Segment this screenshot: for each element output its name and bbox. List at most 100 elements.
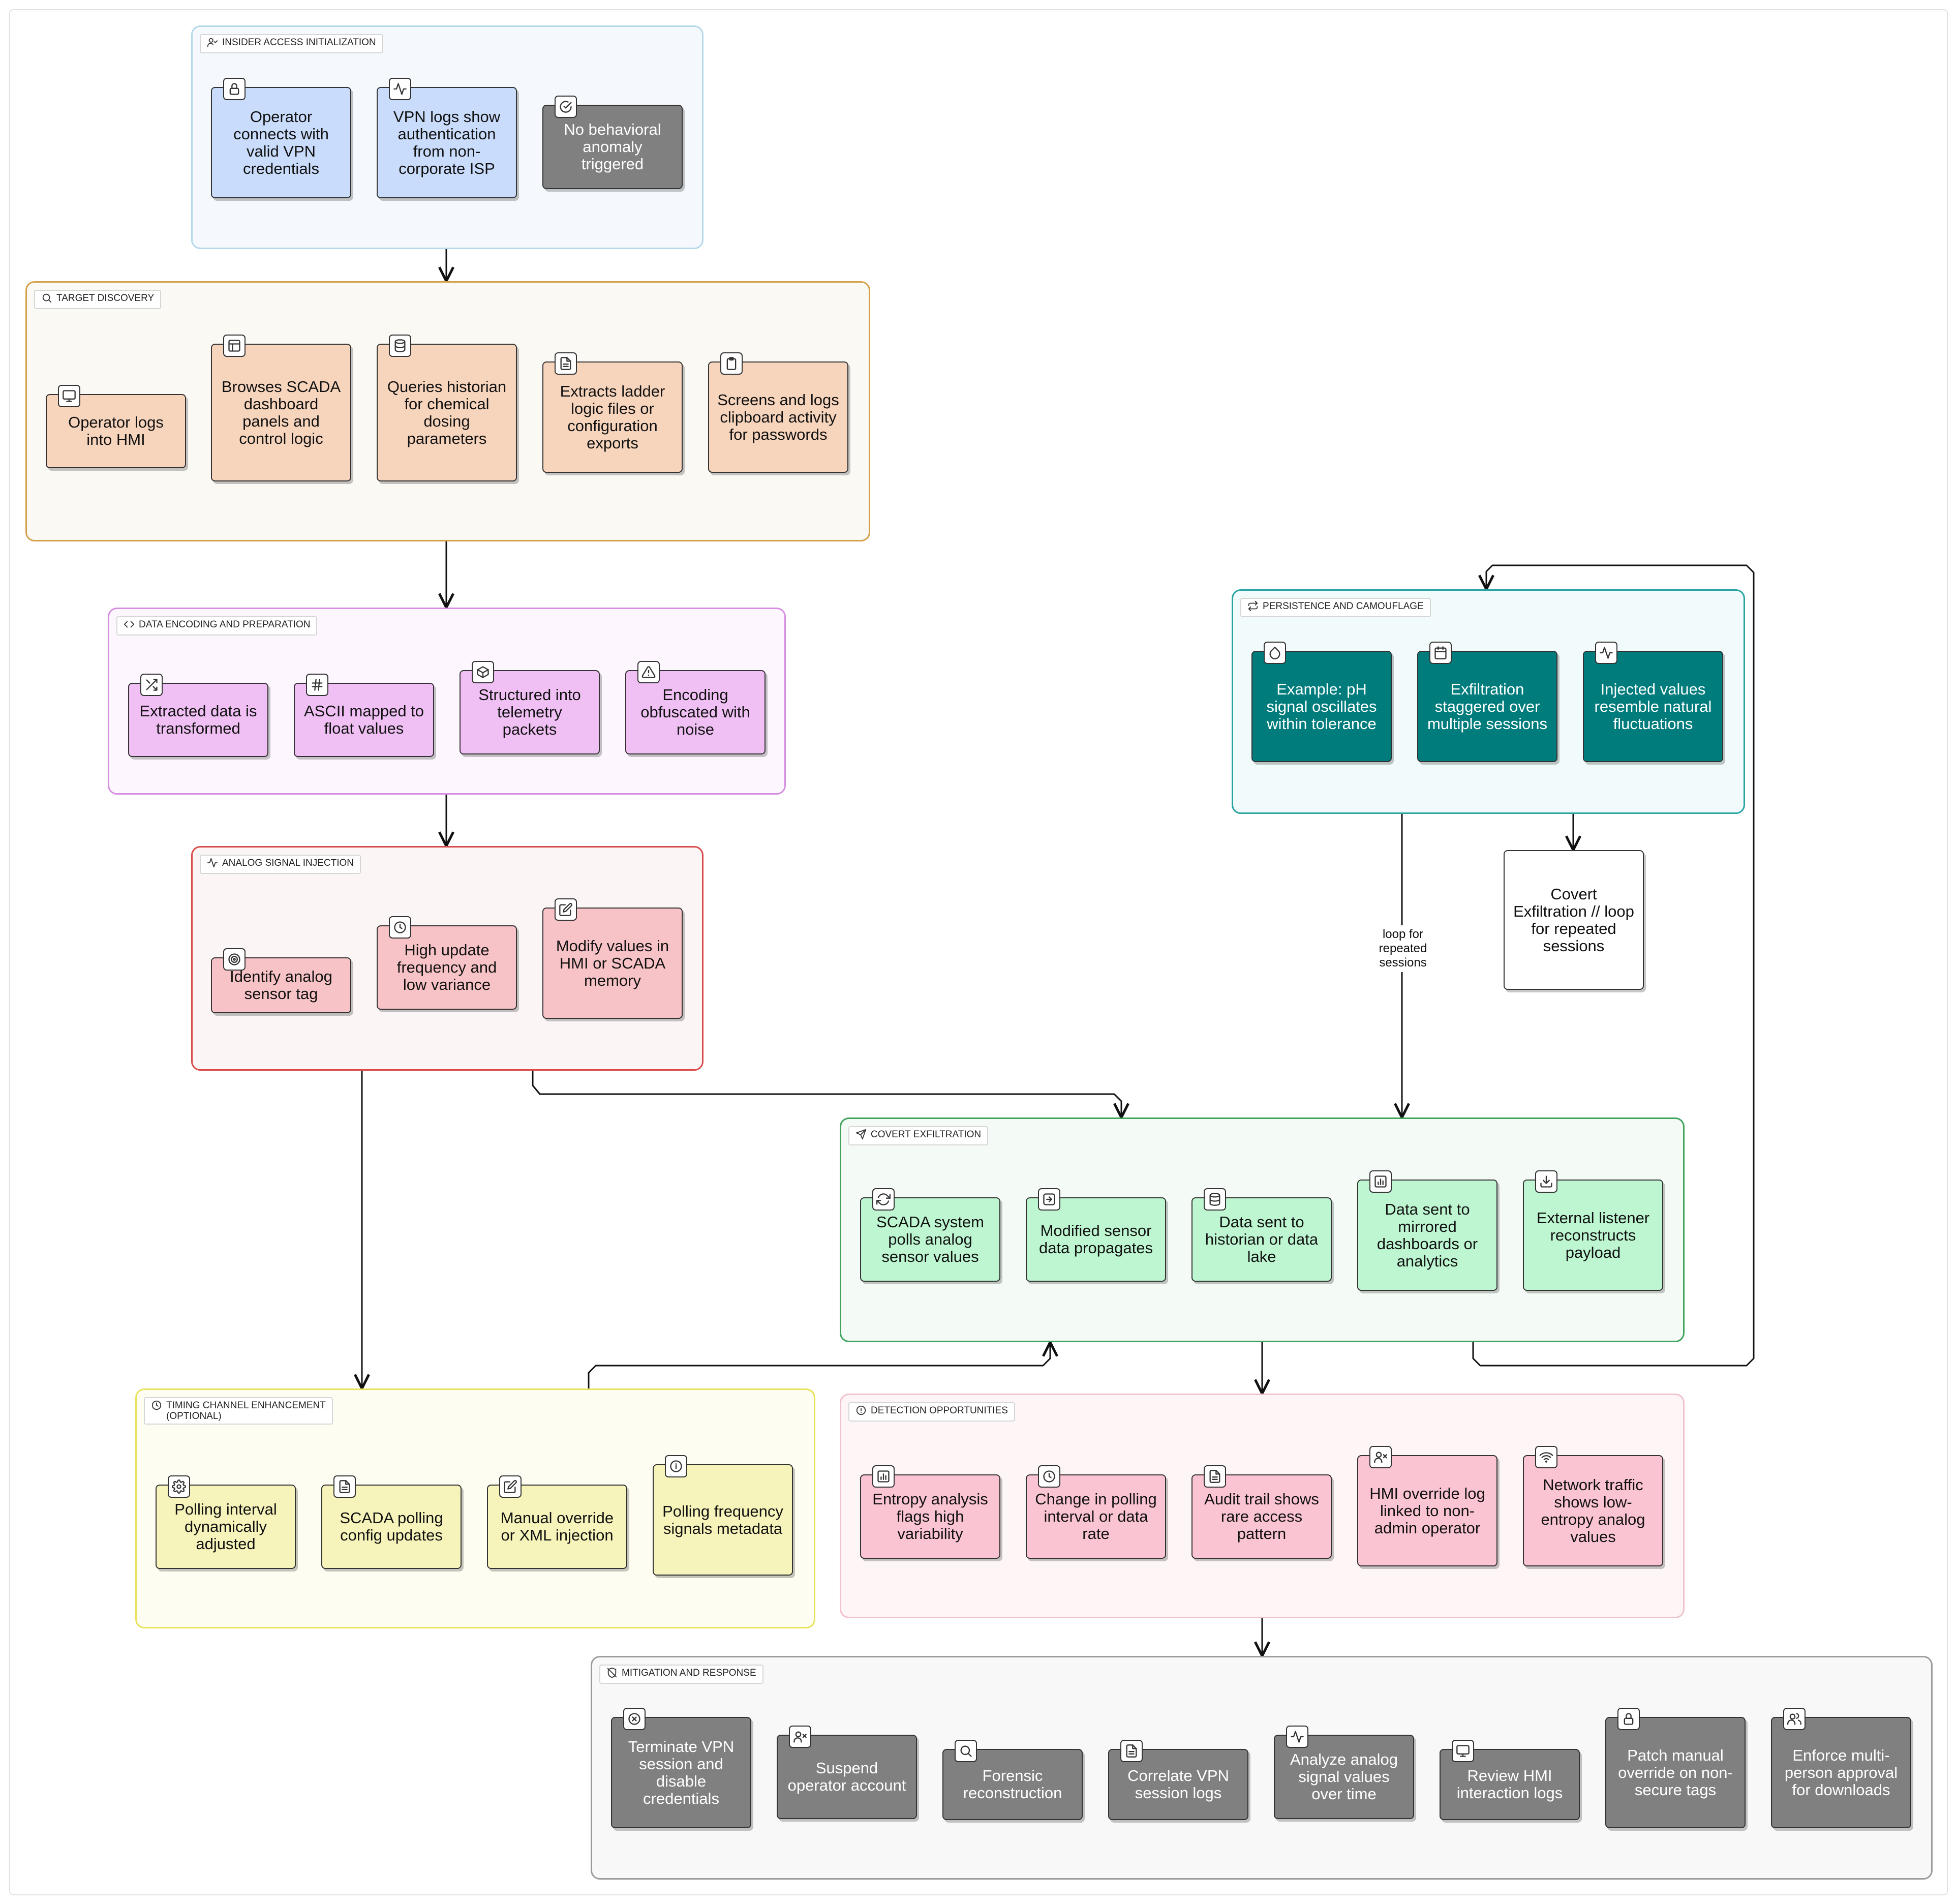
node-text: Data sent to mirrored dashboards or anal…	[1377, 1200, 1478, 1270]
repeat-icon	[1247, 600, 1259, 614]
node-n7[interactable]: Extracts ladder logic files or configura…	[542, 352, 683, 473]
node-n32[interactable]: HMI override log linked to non-admin ope…	[1357, 1446, 1497, 1566]
node-n3[interactable]: No behavioral anomaly triggered	[542, 96, 683, 189]
edge-g7-g6[interactable]	[588, 1342, 1050, 1388]
group-label: ANALOG SIGNAL INJECTION	[200, 855, 361, 874]
node-text: Manual override or XML injection	[500, 1509, 614, 1544]
node-n4[interactable]: Operator logs into HMI	[46, 385, 186, 468]
node-text: SCADA polling config updates	[340, 1509, 443, 1544]
node-n23[interactable]: Data sent to mirrored dashboards or anal…	[1357, 1170, 1497, 1291]
activity-icon	[389, 78, 411, 100]
node-n8[interactable]: Screens and logs clipboard activity for …	[708, 352, 848, 473]
check-circle-icon	[555, 96, 577, 118]
alert-circle-icon	[855, 1405, 867, 1418]
node-n34[interactable]: Terminate VPN session and disable creden…	[611, 1708, 751, 1828]
node-n12[interactable]: Encoding obfuscated with noise	[625, 661, 766, 754]
lock-icon	[223, 78, 246, 100]
diagram-frame	[9, 9, 1948, 1895]
node-text: Forensic reconstruction	[963, 1767, 1062, 1802]
node-n1[interactable]: Operator connects with valid VPN credent…	[211, 78, 351, 198]
node-n22[interactable]: Data sent to historian or data lake	[1191, 1188, 1332, 1282]
node-n19[interactable]: Covert Exfiltration // loop for repeated…	[1504, 850, 1644, 990]
node-text: Polling frequency signals metadata	[662, 1502, 783, 1537]
node-text: Change in polling interval or data rate	[1035, 1490, 1157, 1543]
clipboard-icon	[720, 352, 743, 375]
node-n27[interactable]: Manual override or XML injection	[487, 1475, 627, 1569]
node-text: Network traffic shows low-entropy analog…	[1541, 1475, 1645, 1546]
node-n9[interactable]: Extracted data is transformed	[128, 674, 268, 757]
node-n6[interactable]: Queries historian for chemical dosing pa…	[377, 335, 517, 481]
droplet-icon	[1264, 642, 1286, 664]
node-n17[interactable]: Exfiltration staggered over multiple ses…	[1417, 642, 1557, 762]
node-n16[interactable]: Example: pH signal oscillates within tol…	[1251, 642, 1392, 762]
activity-icon	[1595, 642, 1617, 664]
wifi-icon	[1535, 1446, 1557, 1468]
node-n15[interactable]: Modify values in HMI or SCADA memory	[542, 898, 683, 1019]
node-n40[interactable]: Patch manual override on non-secure tags	[1605, 1708, 1746, 1828]
edge-g6-g5[interactable]	[1472, 564, 1755, 1367]
activity-icon	[207, 858, 218, 871]
node-n21[interactable]: Modified sensor data propagates	[1026, 1188, 1166, 1282]
shield-off-icon	[606, 1667, 618, 1681]
node-n41[interactable]: Enforce multi-person approval for downlo…	[1771, 1708, 1911, 1828]
node-text: Patch manual override on non-secure tags	[1618, 1746, 1733, 1799]
node-n11[interactable]: Structured into telemetry packets	[460, 661, 600, 754]
arrow-right-icon	[1038, 1188, 1060, 1211]
node-text: No behavioral anomaly triggered	[564, 120, 661, 173]
node-text: Entropy analysis flags high variability	[872, 1490, 988, 1543]
group-g7[interactable]: TIMING CHANNEL ENHANCEMENT (OPTIONAL)	[135, 1388, 815, 1628]
lock-icon	[1617, 1708, 1640, 1730]
node-text: Browses SCADA dashboard panels and contr…	[221, 377, 341, 447]
edge-g4-g6[interactable]	[532, 1071, 1121, 1117]
node-n28[interactable]: Polling frequency signals metadata	[653, 1455, 793, 1576]
node-n14[interactable]: High update frequency and low variance	[377, 916, 517, 1010]
target-icon	[223, 948, 246, 971]
group-label-text: INSIDER ACCESS INITIALIZATION	[222, 37, 376, 48]
node-n10[interactable]: ASCII mapped to float values	[294, 674, 434, 757]
node-n36[interactable]: Forensic reconstruction	[942, 1740, 1083, 1820]
search-icon	[955, 1740, 977, 1762]
download-icon	[1535, 1170, 1557, 1193]
node-n26[interactable]: SCADA polling config updates	[321, 1475, 462, 1569]
activity-icon	[1286, 1726, 1308, 1748]
settings-icon	[168, 1475, 190, 1498]
file-text-icon	[1204, 1465, 1226, 1488]
node-text: Covert Exfiltration // loop for repeated…	[1513, 885, 1634, 955]
node-text: SCADA system polls analog sensor values	[876, 1213, 984, 1265]
package-icon	[472, 661, 494, 683]
layout-icon	[223, 335, 246, 357]
clock-icon	[1038, 1465, 1060, 1488]
node-n39[interactable]: Review HMI interaction logs	[1440, 1740, 1580, 1820]
node-n25[interactable]: Polling interval dynamically adjusted	[156, 1475, 296, 1569]
file-text-icon	[333, 1475, 356, 1498]
file-text-icon	[1120, 1740, 1143, 1762]
node-n30[interactable]: Change in polling interval or data rate	[1026, 1465, 1166, 1559]
group-label: DATA ENCODING AND PREPARATION	[116, 616, 318, 636]
node-n37[interactable]: Correlate VPN session logs	[1108, 1740, 1248, 1820]
edge-label: loop for repeated sessions	[1370, 925, 1435, 972]
node-n33[interactable]: Network traffic shows low-entropy analog…	[1523, 1446, 1663, 1566]
monitor-icon	[58, 385, 80, 407]
node-n5[interactable]: Browses SCADA dashboard panels and contr…	[211, 335, 351, 481]
node-n13[interactable]: Identify analog sensor tag	[211, 948, 351, 1013]
node-n2[interactable]: VPN logs show authentication from non-co…	[377, 78, 517, 198]
node-text: Data sent to historian or data lake	[1205, 1213, 1319, 1265]
node-text: Modify values in HMI or SCADA memory	[556, 936, 669, 989]
node-text: Queries historian for chemical dosing pa…	[387, 377, 507, 447]
node-text: Suspend operator account	[787, 1759, 906, 1794]
node-n29[interactable]: Entropy analysis flags high variability	[860, 1465, 1000, 1559]
group-label-text: PERSISTENCE AND CAMOUFLAGE	[1263, 601, 1424, 612]
node-n35[interactable]: Suspend operator account	[777, 1726, 917, 1819]
group-label-text: DATA ENCODING AND PREPARATION	[139, 619, 311, 630]
node-n20[interactable]: SCADA system polls analog sensor values	[860, 1188, 1000, 1282]
code-icon	[124, 619, 135, 632]
node-text: Operator connects with valid VPN credent…	[233, 107, 329, 177]
node-n18[interactable]: Injected values resemble natural fluctua…	[1583, 642, 1723, 762]
group-label: TIMING CHANNEL ENHANCEMENT (OPTIONAL)	[144, 1397, 333, 1425]
group-label-text: DETECTION OPPORTUNITIES	[871, 1405, 1008, 1416]
node-n31[interactable]: Audit trail shows rare access pattern	[1191, 1465, 1332, 1559]
node-text: Extracted data is transformed	[139, 702, 257, 737]
node-n38[interactable]: Analyze analog signal values over time	[1274, 1726, 1414, 1819]
node-n24[interactable]: External listener reconstructs payload	[1523, 1170, 1663, 1291]
